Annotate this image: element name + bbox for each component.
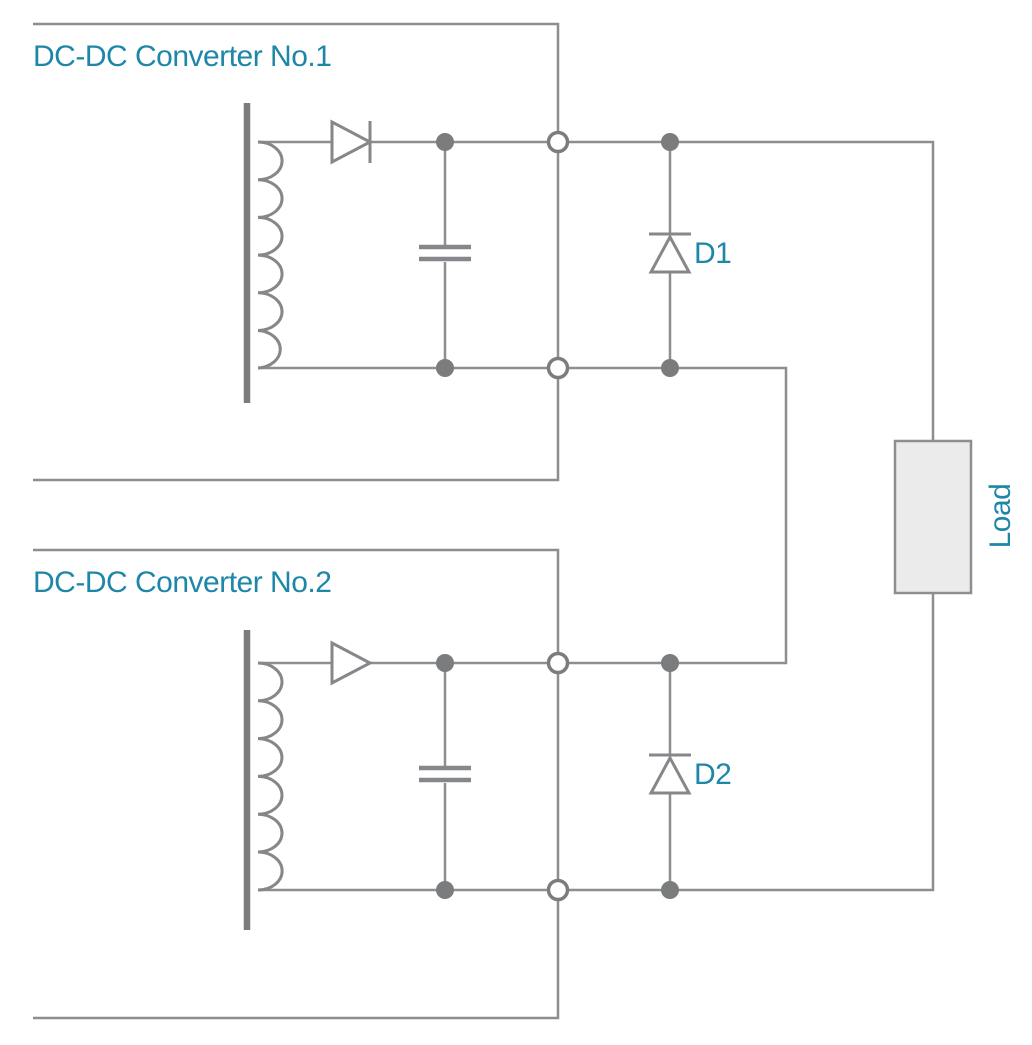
junction-dot-icon xyxy=(436,359,454,377)
rectifier-diode-1-icon xyxy=(330,119,374,165)
load-block: Load xyxy=(893,439,1017,595)
transformer-1-secondary-winding-icon xyxy=(257,140,284,370)
junction-dot-icon xyxy=(436,133,454,151)
junction-dot-icon xyxy=(661,881,679,899)
converter-1-title: DC-DC Converter No.1 xyxy=(33,40,331,73)
output-terminal-icon xyxy=(546,651,570,675)
filter-capacitor-2-icon xyxy=(419,663,471,890)
junction-dot-icon xyxy=(661,359,679,377)
output-terminals xyxy=(546,130,570,902)
bypass-diode-d1-triangle xyxy=(648,233,692,274)
output-terminal-icon xyxy=(546,130,570,154)
diode-2-label: D2 xyxy=(694,758,731,791)
converter-1-negative-rail-and-interconnect-wire xyxy=(258,366,788,665)
junction-dots xyxy=(436,133,679,899)
junction-dot-icon xyxy=(661,133,679,151)
filter-capacitor-1-icon xyxy=(419,142,471,368)
bypass-diode-d1-icon xyxy=(648,142,692,368)
load-box-icon xyxy=(893,439,973,595)
output-terminal-icon xyxy=(546,356,570,380)
converter-2-output-bus-wire xyxy=(33,548,560,1020)
rectifier-diode-1-triangle xyxy=(330,119,374,165)
transformer-2-secondary-winding-icon xyxy=(257,661,284,892)
junction-dot-icon xyxy=(436,881,454,899)
converter-1-positive-rail-wire xyxy=(258,140,935,441)
junction-dot-icon xyxy=(436,654,454,672)
output-terminal-icon xyxy=(546,878,570,902)
load-label: Load xyxy=(984,484,1017,549)
converter-1-output-bus-wire xyxy=(33,22,560,482)
bypass-diode-d2-triangle xyxy=(648,754,692,795)
diode-1-label: D1 xyxy=(694,237,731,270)
converter-2-negative-rail-wire xyxy=(258,593,935,892)
converter-2-title: DC-DC Converter No.2 xyxy=(33,566,331,599)
rectifier-diode-2-icon xyxy=(330,640,374,686)
junction-dot-icon xyxy=(661,654,679,672)
bypass-diode-d2-icon xyxy=(648,663,692,890)
converter-2-block xyxy=(33,548,935,1020)
